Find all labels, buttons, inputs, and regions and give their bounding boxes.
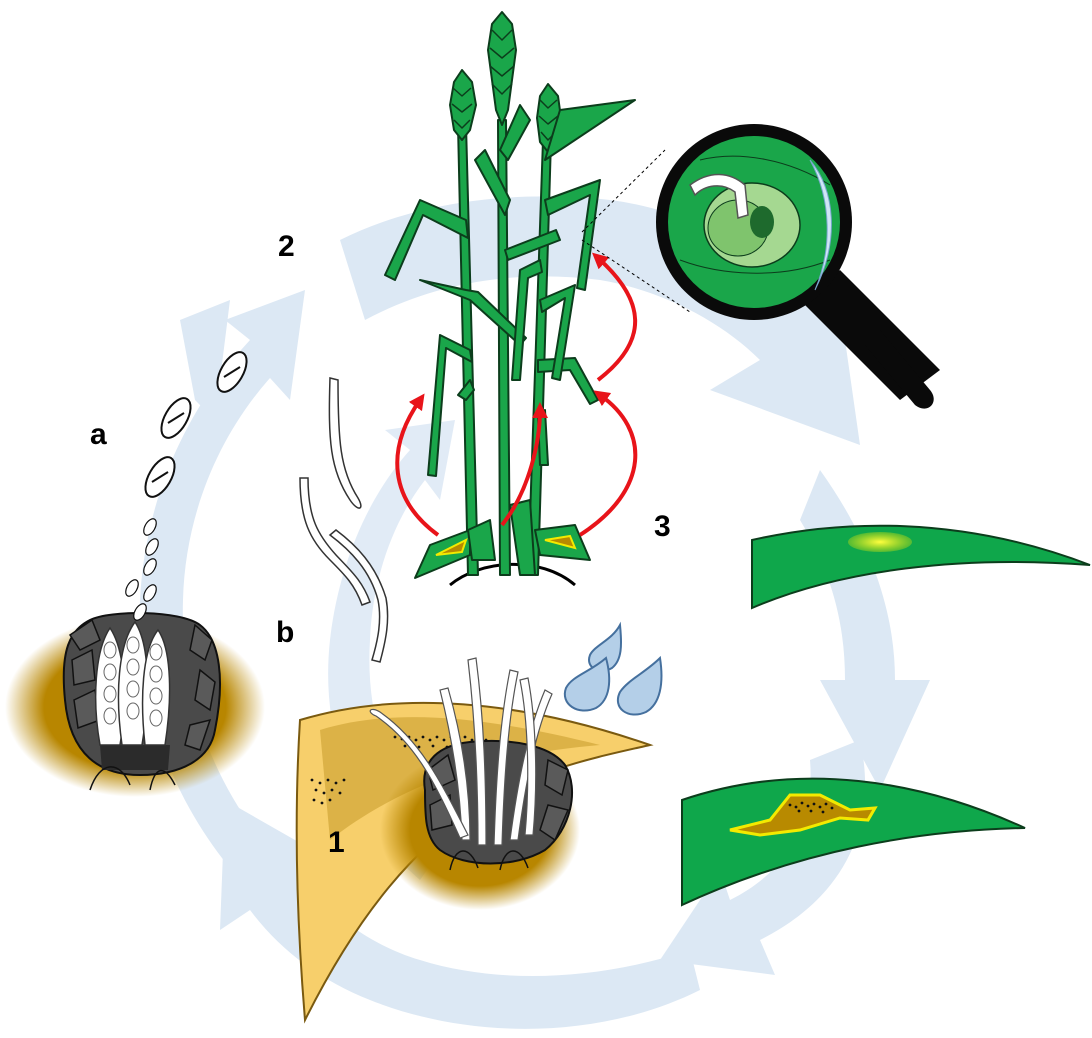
wheat-plant-icon [385, 12, 635, 585]
spore-label-b: b [276, 618, 294, 648]
pycnidium-icon [370, 658, 580, 910]
leaf-lesion-icon [682, 779, 1025, 905]
stage-label-2: 2 [278, 232, 295, 262]
infection-arrows [397, 258, 635, 535]
water-drops-icon [565, 625, 662, 715]
cycle-arrows [140, 196, 930, 1028]
stage-label-1: 1 [328, 828, 345, 858]
stage-label-3: 3 [654, 512, 671, 542]
leaf-icon [752, 526, 1090, 608]
spore-label-a: a [90, 420, 107, 450]
pseudothecium-icon [5, 613, 265, 797]
